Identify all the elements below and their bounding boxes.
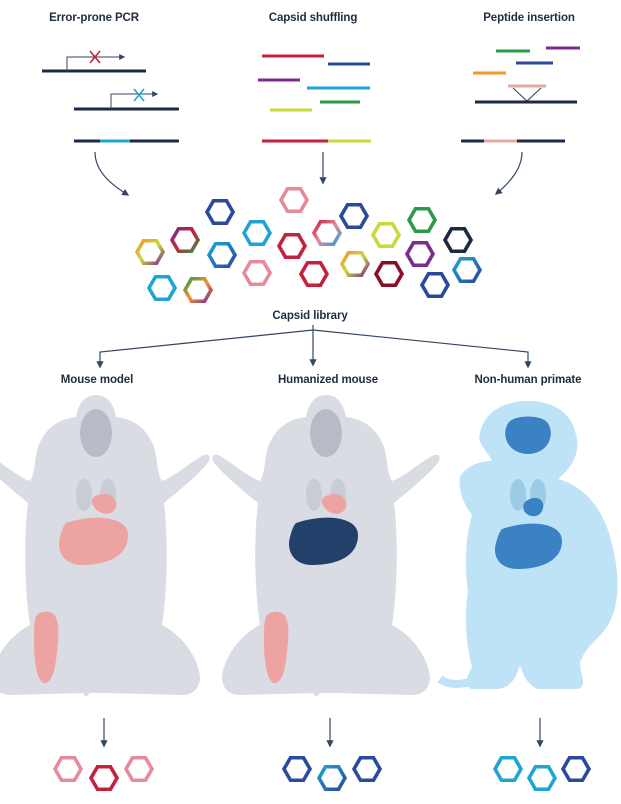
capsid-icon: [53, 755, 83, 783]
capsid-icon: [339, 202, 369, 230]
capsid-icon: [371, 221, 401, 249]
capsid-icon: [242, 219, 272, 247]
capsid-icon: [279, 186, 309, 214]
selected-capsids-mouse: [53, 755, 154, 792]
label-capsid-library: Capsid library: [272, 310, 348, 322]
capsid-icon: [124, 755, 154, 783]
selected-capsids-humanized: [282, 755, 382, 792]
library-branch-arrows: [96, 325, 532, 369]
peptide-insertion-illustration: [461, 46, 580, 143]
capsid-icon: [374, 260, 404, 288]
primate-tail: [437, 671, 490, 688]
capsid-icon: [317, 764, 347, 792]
capsid-icon: [312, 219, 342, 247]
liver-icon: [288, 517, 358, 565]
heart-icon: [523, 497, 544, 517]
capsid-icon: [493, 755, 523, 783]
capsid-icon: [527, 764, 557, 792]
primate-illustration: [437, 401, 618, 689]
capsid-icon: [135, 238, 165, 266]
capsid-shuffling-illustration: [258, 54, 371, 143]
brain-icon: [310, 409, 342, 457]
label-mouse-model: Mouse model: [60, 374, 134, 386]
mutation-cross-icon: [133, 88, 145, 102]
capsid-icon: [443, 226, 473, 254]
arrows-to-library: [94, 151, 523, 196]
liver-icon: [58, 517, 128, 565]
muscle-icon: [264, 611, 289, 684]
label-humanized-mouse: Humanized mouse: [277, 374, 379, 386]
selected-capsids-primate: [493, 755, 591, 792]
label-capsid-shuffling: Capsid shuffling: [268, 12, 358, 24]
mutation-cross-icon: [89, 50, 101, 64]
capsid-icon: [420, 271, 450, 299]
capsid-icon: [561, 755, 591, 783]
label-non-human-primate: Non-human primate: [474, 374, 582, 386]
lung-icon: [510, 479, 526, 511]
muscle-icon: [34, 611, 59, 684]
capsid-icon: [170, 226, 200, 254]
capsid-library-hexagons: [135, 186, 482, 304]
lung-icon: [306, 479, 322, 511]
capsid-icon: [299, 260, 329, 288]
capsid-icon: [352, 755, 382, 783]
liver-icon: [494, 523, 562, 569]
promoter-arrow-icon: [110, 91, 159, 109]
heart-icon: [321, 493, 347, 514]
label-error-prone-pcr: Error-prone PCR: [49, 12, 139, 24]
lung-icon: [76, 479, 92, 511]
capsid-icon: [405, 240, 435, 268]
humanized-mouse-illustration: [212, 395, 439, 695]
capsid-icon: [340, 250, 370, 278]
capsid-icon: [242, 259, 272, 287]
mouse-model-illustration: [0, 395, 210, 695]
capsid-icon: [89, 764, 119, 792]
capsid-icon: [205, 198, 235, 226]
brain-icon: [80, 409, 112, 457]
selection-arrows: [100, 718, 544, 748]
capsid-icon: [183, 276, 213, 304]
promoter-arrow-icon: [66, 54, 126, 71]
capsid-icon: [452, 256, 482, 284]
capsid-icon: [407, 206, 437, 234]
capsid-icon: [277, 232, 307, 260]
brain-icon: [505, 416, 551, 454]
capsid-icon: [207, 241, 237, 269]
capsid-icon: [282, 755, 312, 783]
heart-icon: [91, 493, 117, 514]
label-peptide-insertion: Peptide insertion: [483, 12, 575, 24]
error-prone-pcr-illustration: [42, 50, 179, 143]
capsid-icon: [147, 274, 177, 302]
